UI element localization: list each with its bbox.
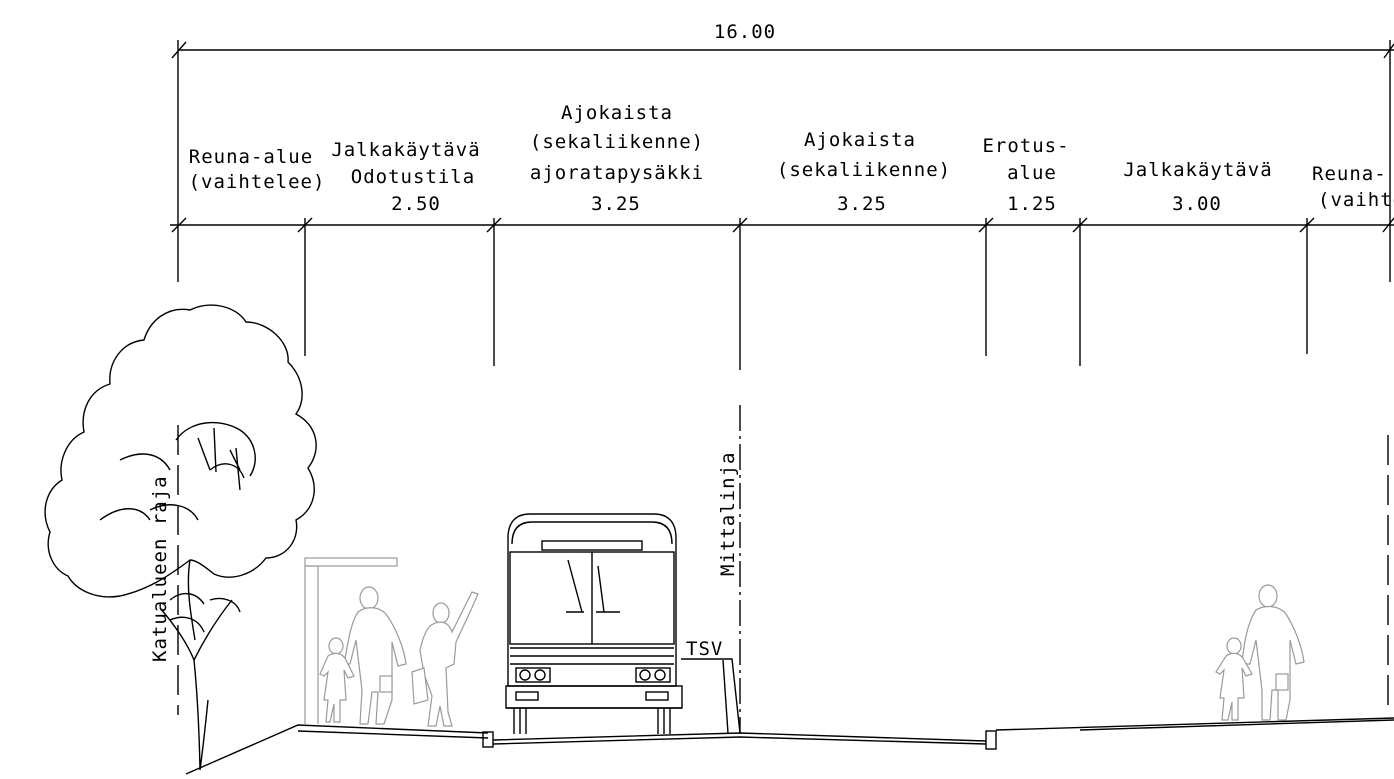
bus-shelter-icon (304, 557, 398, 725)
zone-label-line: Ajokaista (804, 129, 916, 151)
zone-label-line: (vaihtelee) (189, 171, 326, 193)
person-adult-icon (343, 586, 407, 725)
zone-width: 2.50 (391, 193, 441, 215)
zone-erotusalue: Erotus- alue 1.25 (982, 135, 1069, 215)
zone-ajokaista: Ajokaista (sekaliikenne) 3.25 (777, 129, 951, 215)
zone-jalkakaytava-right: Jalkakäytävä 3.00 (1123, 159, 1272, 215)
person-adult-right-icon (1241, 584, 1305, 721)
zone-label-line: Reuna-alue (189, 146, 313, 168)
zone-label-line: ajoratapysäkki (530, 162, 704, 184)
zone-width: 3.25 (591, 193, 641, 215)
zone-label-line: alue (1007, 162, 1057, 184)
zone-label-line: (sekaliikenne) (530, 131, 704, 153)
zone-ajokaista-stop: Ajokaista (sekaliikenne) ajoratapysäkki … (530, 102, 704, 215)
zone-reuna-left: Reuna-alue (vaihtelee) (189, 146, 326, 193)
ground-profile (185, 658, 1394, 775)
zone-label-line: Jalkakäytävä (331, 139, 480, 161)
bus-icon (505, 513, 683, 734)
zone-label-line: Reuna- (1312, 163, 1387, 185)
tree-icon (44, 304, 317, 771)
zone-label-line: (vaihte (1318, 189, 1394, 211)
zone-label-line: Ajokaista (561, 102, 673, 124)
tsv-label: TSV (686, 638, 723, 660)
dimension-lines (170, 40, 1394, 370)
zone-reuna-right: Reuna- (vaihte (1312, 163, 1394, 211)
total-width-label: 16.00 (714, 21, 776, 43)
person-child-icon (319, 637, 355, 723)
person-child-right-icon (1215, 637, 1253, 721)
zone-width: 3.25 (837, 193, 887, 215)
zone-label-line: Jalkakäytävä (1123, 159, 1272, 181)
zone-label-line: Erotus- (982, 135, 1069, 157)
street-boundary-label: Katualueen raja (149, 475, 171, 662)
centerline-label: Mittalinja (717, 452, 739, 576)
zone-jalkakaytava-left: Jalkakäytävä Odotustila 2.50 (331, 139, 480, 215)
zone-width: 1.25 (1007, 193, 1057, 215)
person-waving-icon (411, 591, 479, 727)
zone-label-line: Odotustila (351, 166, 475, 188)
zone-width: 3.00 (1172, 193, 1222, 215)
zone-label-line: (sekaliikenne) (777, 159, 951, 181)
